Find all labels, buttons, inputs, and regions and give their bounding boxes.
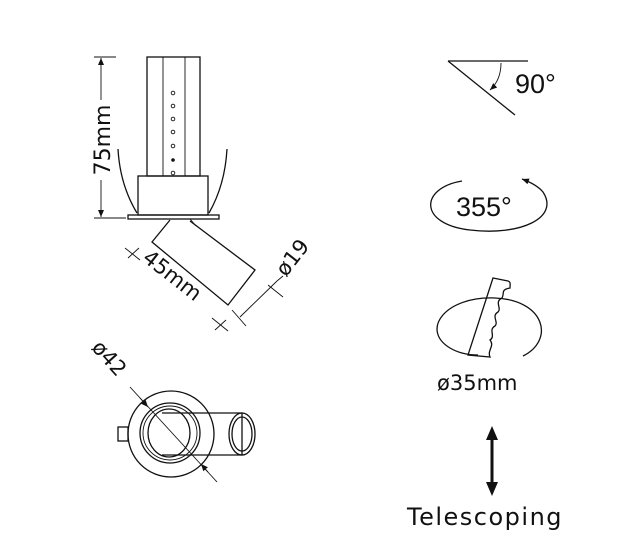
- side-view: 75mm 45mm ø19: [91, 56, 314, 332]
- bottom-view: ø42: [87, 336, 256, 483]
- flange-diameter-label: ø42: [87, 336, 131, 381]
- double-arrow-icon: [486, 426, 498, 496]
- cutout-feature: ø35mm: [436, 277, 542, 395]
- housing: [137, 175, 209, 216]
- adjustment-holes: [170, 90, 176, 176]
- tilt-label: 90°: [515, 69, 556, 99]
- length-dimension-label: 45mm: [138, 245, 206, 306]
- tilt-feature: 90°: [447, 60, 556, 116]
- tilted-lamp-tube: [151, 219, 256, 306]
- cutout-icon: [436, 297, 542, 357]
- rotation-feature: 355°: [430, 178, 548, 232]
- tilt-arrow-icon: [489, 62, 502, 91]
- flange: [127, 214, 220, 220]
- lamp-tube-top-view: [162, 412, 243, 456]
- right-spring-clip: [208, 148, 228, 214]
- tube-diameter-label: ø19: [271, 235, 314, 281]
- telescoping-label: Telescoping: [406, 503, 563, 531]
- rotation-label: 355°: [456, 192, 512, 222]
- telescopic-tube: [146, 56, 201, 177]
- height-dimension-label: 75mm: [91, 105, 116, 176]
- rotation-arrow-icon: [430, 178, 548, 232]
- side-tab: [117, 426, 129, 442]
- cutout-label: ø35mm: [437, 371, 517, 395]
- telescoping-feature: Telescoping: [406, 426, 563, 531]
- left-spring-clip: [117, 148, 138, 214]
- flange-outline: [127, 390, 215, 478]
